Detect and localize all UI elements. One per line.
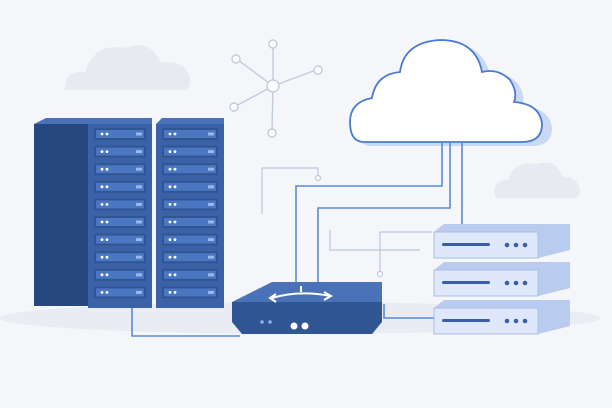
rack-right-slot <box>162 268 218 281</box>
rack-left-slot <box>94 163 146 176</box>
circuit-lines <box>261 167 432 278</box>
rack-left-slot <box>94 180 146 193</box>
rack-right-slot <box>162 145 218 158</box>
server-stack-unit <box>433 224 570 259</box>
rack-right-slots <box>162 128 218 299</box>
network-hub-icon <box>229 39 323 138</box>
router-icon <box>232 282 382 334</box>
rack-left-slot <box>94 145 146 158</box>
rack-right-slot <box>162 233 218 246</box>
background-cloud-right-icon <box>494 162 580 198</box>
main-cloud-icon <box>349 39 552 146</box>
rack-left-slot <box>94 128 146 140</box>
rack-right-slot <box>162 128 218 140</box>
rack-right-slot <box>162 163 218 176</box>
server-stack-icon <box>433 224 570 335</box>
rack-left-slot <box>94 286 146 299</box>
background-cloud-left-icon <box>63 45 191 90</box>
rack-left-slot <box>94 198 146 211</box>
rack-left-slots <box>94 128 146 299</box>
rack-left-slot <box>94 216 146 228</box>
server-stack-unit <box>433 300 570 335</box>
rack-left-slot <box>94 268 146 281</box>
rack-right-slot <box>162 216 218 228</box>
rack-left-slot <box>94 251 146 264</box>
rack-right-slot <box>162 251 218 264</box>
server-stack-unit <box>433 262 570 297</box>
rack-left-slot <box>94 233 146 246</box>
rack-right-slot <box>162 180 218 193</box>
rack-right-slot <box>162 286 218 299</box>
rack-right-slot <box>162 198 218 211</box>
